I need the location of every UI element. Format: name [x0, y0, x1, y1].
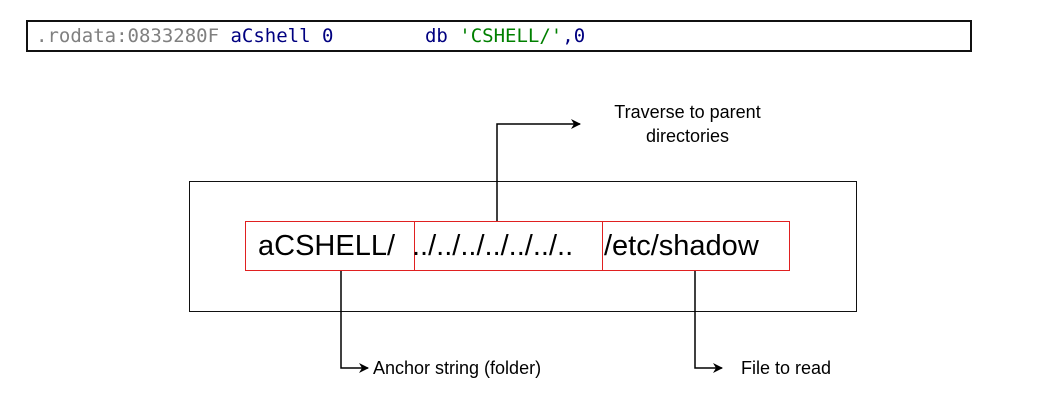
- traversal-text: ../../../../../../..: [412, 230, 574, 262]
- anchor-caption: Anchor string (folder): [373, 358, 542, 378]
- directive: db: [424, 25, 448, 47]
- payload-container: [189, 181, 857, 312]
- target-text: /etc/shadow: [604, 230, 759, 262]
- file-caption: File to read: [741, 358, 832, 378]
- string-literal: 'CSHELL/': [459, 25, 563, 47]
- target-highlight: [602, 221, 790, 271]
- traverse-caption-line2: directories: [645, 126, 730, 146]
- disassembly-line: .rodata:0833280F aCshell 0 db 'CSHELL/',…: [26, 20, 972, 52]
- traverse-arrow: [496, 119, 581, 221]
- file-arrow: [694, 271, 723, 373]
- anchor-arrow: [340, 271, 369, 373]
- address: .rodata:0833280F: [36, 25, 220, 47]
- label-name: aCshell 0: [230, 25, 334, 47]
- traverse-caption: Traverse to parent directories: [580, 100, 795, 148]
- traverse-caption-line1: Traverse to parent: [614, 102, 761, 122]
- terminator: ,0: [562, 25, 586, 47]
- anchor-text: aCSHELL/: [258, 230, 396, 262]
